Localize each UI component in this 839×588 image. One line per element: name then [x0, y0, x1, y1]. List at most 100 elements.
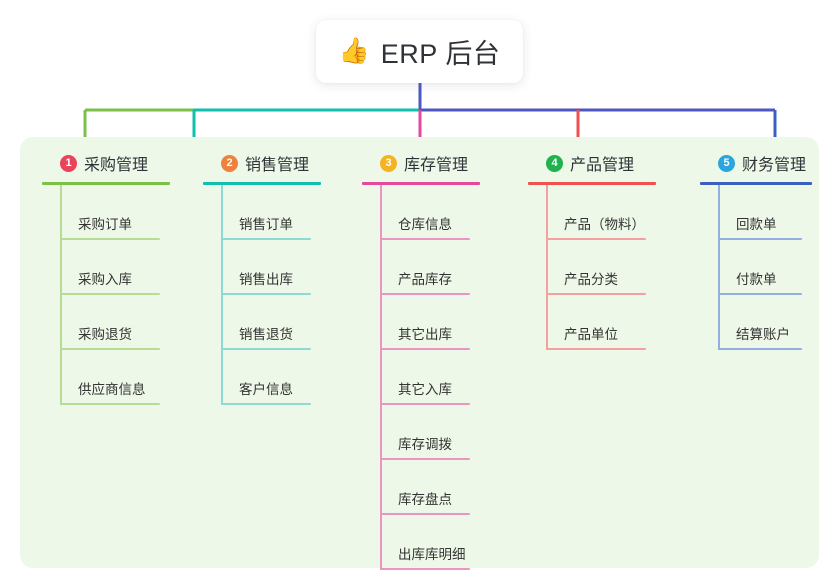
list-item-label: 产品（物料）: [564, 217, 645, 232]
list-item-rule: [380, 348, 470, 350]
list-item-rule: [60, 348, 160, 350]
list-item[interactable]: 供应商信息: [60, 350, 170, 405]
list-item[interactable]: 出库库明细: [380, 515, 480, 570]
list-item-label: 仓库信息: [398, 217, 452, 232]
list-item-rule: [221, 293, 311, 295]
list-item[interactable]: 结算账户: [718, 295, 812, 350]
list-item-label: 销售退货: [239, 327, 293, 342]
diagram-panel: [20, 137, 819, 568]
column-index-badge: 1: [60, 154, 77, 172]
list-item[interactable]: 产品单位: [546, 295, 656, 350]
list-item[interactable]: 产品库存: [380, 240, 480, 295]
column-title: 销售管理: [245, 157, 310, 174]
thumbs-up-icon: 👍: [338, 37, 370, 65]
list-item[interactable]: 销售订单: [221, 185, 321, 240]
list-item[interactable]: 产品（物料）: [546, 185, 656, 240]
list-item[interactable]: 销售出库: [221, 240, 321, 295]
list-item-label: 销售出库: [239, 272, 293, 287]
list-item-rule: [221, 348, 311, 350]
column-spine: [60, 185, 62, 405]
list-item-rule: [718, 348, 802, 350]
column-header[interactable]: 3 库存管理: [362, 150, 480, 176]
list-item-label: 产品单位: [564, 327, 618, 342]
list-item-rule: [546, 348, 646, 350]
list-item[interactable]: 销售退货: [221, 295, 321, 350]
list-item-label: 付款单: [736, 272, 777, 287]
column-header-rule: [42, 182, 170, 185]
column-库存管理: 3 库存管理仓库信息产品库存其它出库其它入库库存调拨库存盘点出库库明细: [362, 150, 480, 570]
list-item-rule: [60, 293, 160, 295]
list-item[interactable]: 采购入库: [60, 240, 170, 295]
list-item[interactable]: 付款单: [718, 240, 812, 295]
column-财务管理: 5 财务管理回款单付款单结算账户: [700, 150, 812, 350]
list-item-label: 销售订单: [239, 217, 293, 232]
column-spine: [546, 185, 548, 350]
column-spine: [380, 185, 382, 570]
list-item-rule: [718, 293, 802, 295]
column-header[interactable]: 5 财务管理: [700, 150, 812, 176]
column-index-badge: 5: [718, 154, 735, 172]
list-item[interactable]: 仓库信息: [380, 185, 480, 240]
list-item[interactable]: 库存调拨: [380, 405, 480, 460]
list-item-label: 采购订单: [78, 217, 132, 232]
list-item-rule: [221, 238, 311, 240]
list-item-rule: [380, 238, 470, 240]
list-item-rule: [380, 568, 470, 570]
list-item-label: 其它入库: [398, 382, 452, 397]
list-item[interactable]: 其它入库: [380, 350, 480, 405]
list-item-label: 采购入库: [78, 272, 132, 287]
list-item-rule: [718, 238, 802, 240]
list-item-rule: [221, 403, 311, 405]
list-item[interactable]: 回款单: [718, 185, 812, 240]
list-item-label: 回款单: [736, 217, 777, 232]
list-item-rule: [60, 403, 160, 405]
column-spine: [221, 185, 223, 405]
column-header[interactable]: 2 销售管理: [203, 150, 321, 176]
column-采购管理: 1 采购管理采购订单采购入库采购退货供应商信息: [42, 150, 170, 405]
list-item-label: 产品分类: [564, 272, 618, 287]
column-spine: [718, 185, 720, 350]
column-header-rule: [700, 182, 812, 185]
list-item-label: 库存盘点: [398, 492, 452, 507]
list-item-label: 产品库存: [398, 272, 452, 287]
list-item[interactable]: 采购退货: [60, 295, 170, 350]
list-item-rule: [60, 238, 160, 240]
column-title: 库存管理: [404, 157, 469, 174]
column-title: 财务管理: [742, 157, 807, 174]
root-title: ERP 后台: [380, 39, 501, 69]
column-header-rule: [203, 182, 321, 185]
root-node[interactable]: 👍 ERP 后台: [316, 20, 523, 83]
column-index-badge: 2: [221, 154, 238, 172]
list-item-rule: [380, 458, 470, 460]
column-销售管理: 2 销售管理销售订单销售出库销售退货客户信息: [203, 150, 321, 405]
list-item-label: 出库库明细: [398, 547, 466, 562]
list-item-rule: [546, 293, 646, 295]
list-item[interactable]: 库存盘点: [380, 460, 480, 515]
list-item[interactable]: 采购订单: [60, 185, 170, 240]
list-item-label: 供应商信息: [78, 382, 146, 397]
list-item-label: 结算账户: [736, 327, 790, 342]
column-header[interactable]: 1 采购管理: [42, 150, 170, 176]
list-item-rule: [380, 293, 470, 295]
list-item[interactable]: 其它出库: [380, 295, 480, 350]
list-item-rule: [380, 403, 470, 405]
column-items: 采购订单采购入库采购退货供应商信息: [42, 185, 170, 405]
column-items: 回款单付款单结算账户: [700, 185, 812, 350]
column-header-rule: [362, 182, 480, 185]
column-items: 仓库信息产品库存其它出库其它入库库存调拨库存盘点出库库明细: [362, 185, 480, 570]
list-item[interactable]: 客户信息: [221, 350, 321, 405]
column-header-rule: [528, 182, 656, 185]
list-item[interactable]: 产品分类: [546, 240, 656, 295]
list-item-label: 其它出库: [398, 327, 452, 342]
column-index-badge: 3: [380, 154, 397, 172]
list-item-rule: [380, 513, 470, 515]
column-items: 销售订单销售出库销售退货客户信息: [203, 185, 321, 405]
column-title: 采购管理: [84, 157, 149, 174]
list-item-label: 采购退货: [78, 327, 132, 342]
list-item-label: 客户信息: [239, 382, 293, 397]
column-title: 产品管理: [570, 157, 635, 174]
list-item-rule: [546, 238, 646, 240]
